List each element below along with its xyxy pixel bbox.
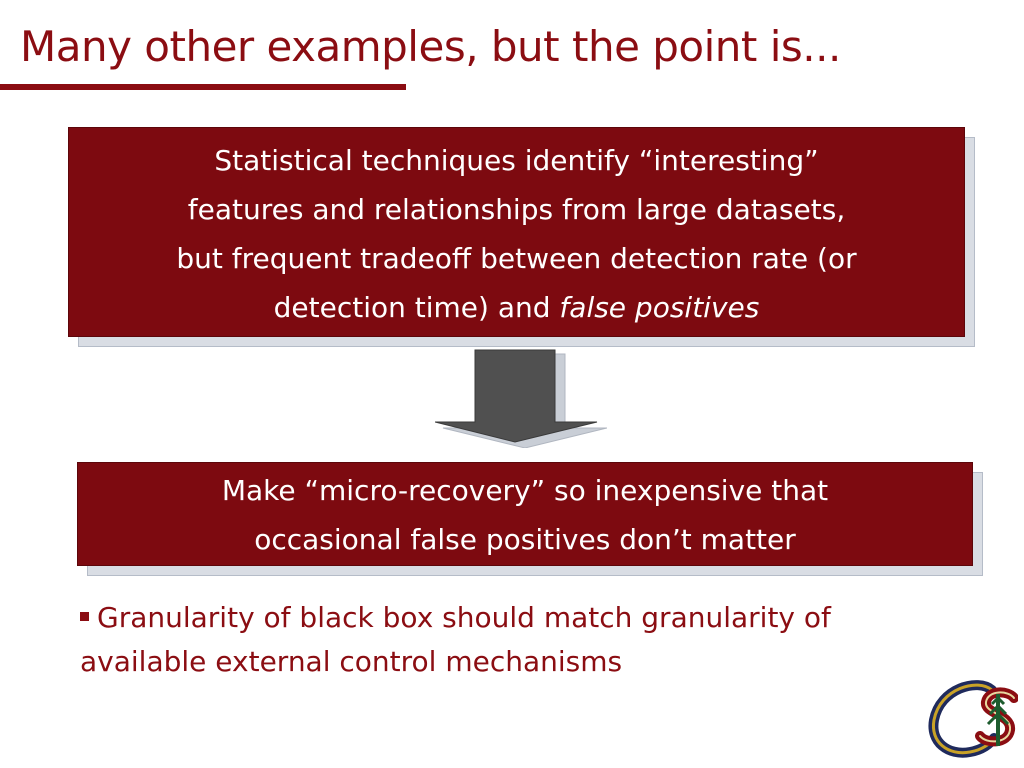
box2-line2: occasional false positives don’t matter [254, 523, 796, 556]
box1-line3: but frequent tradeoff between detection … [176, 242, 857, 275]
slide-title: Many other examples, but the point is... [20, 22, 841, 71]
box1-line2: features and relationships from large da… [187, 193, 846, 226]
stanford-cs-logo-icon [928, 680, 1018, 758]
bullet-square-icon [80, 612, 89, 621]
statistical-techniques-box: Statistical techniques identify “interes… [68, 127, 975, 347]
micro-recovery-box: Make “micro-recovery” so inexpensive tha… [77, 462, 983, 576]
title-underline [0, 84, 406, 90]
bullet-item: Granularity of black box should match gr… [80, 596, 920, 684]
down-arrow-icon [435, 349, 607, 448]
box1-line1: Statistical techniques identify “interes… [214, 144, 819, 177]
box1-emphasis: false positives [559, 291, 760, 324]
box1-line4: detection time) and false positives [69, 283, 964, 332]
box2-line1: Make “micro-recovery” so inexpensive tha… [221, 474, 829, 507]
box1-line4-prefix: detection time) and [273, 291, 560, 324]
box-content: Statistical techniques identify “interes… [68, 127, 965, 337]
bullet-text: Granularity of black box should match gr… [80, 601, 831, 678]
box-content: Make “micro-recovery” so inexpensive tha… [77, 462, 973, 566]
